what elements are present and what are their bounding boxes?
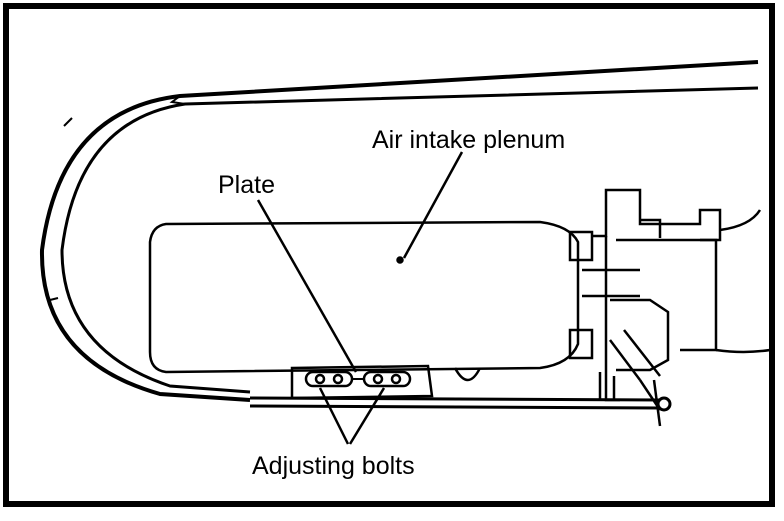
leader-bolt-left xyxy=(318,387,350,445)
label-air-intake-plenum: Air intake plenum xyxy=(372,126,566,154)
leader-plenum xyxy=(402,151,464,259)
outer-frame xyxy=(3,3,775,507)
leader-lines xyxy=(256,151,464,445)
adjusting-bolt-right xyxy=(362,370,412,388)
label-plate: Plate xyxy=(218,171,275,199)
side-rail xyxy=(39,60,759,402)
bottom-rod xyxy=(249,396,672,412)
plate-shape xyxy=(290,364,434,400)
leader-bolt-right xyxy=(348,387,386,445)
label-adjusting-bolts: Adjusting bolts xyxy=(252,452,415,480)
leader-plate xyxy=(256,199,358,373)
throttle-body-assembly xyxy=(568,188,771,427)
adjusting-bolt-left xyxy=(304,370,354,388)
air-intake-plenum-body xyxy=(148,220,580,382)
